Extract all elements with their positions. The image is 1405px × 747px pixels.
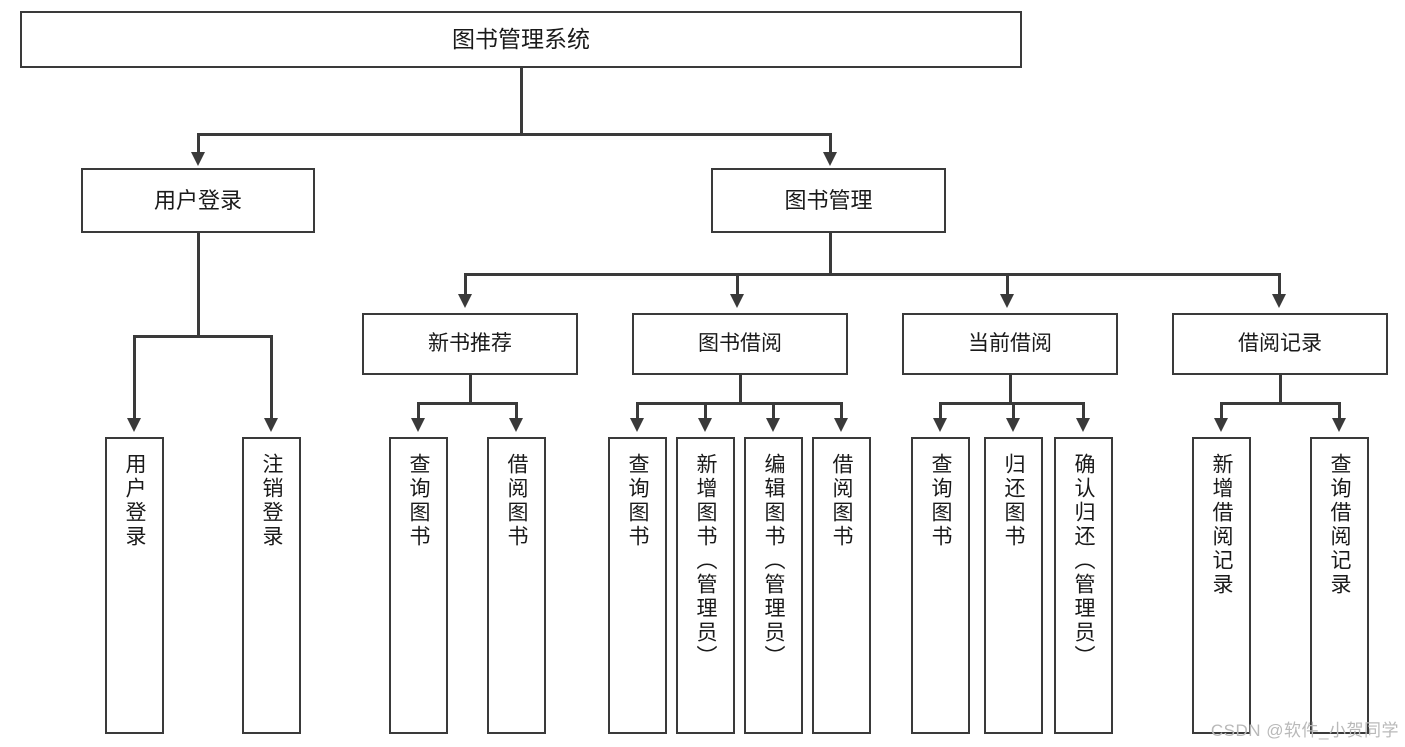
connector-current-borrow-to-leaf-2 [1012,402,1015,421]
connector-current-borrow-stem [1009,375,1012,404]
connector-book-borrow-bus [636,402,841,405]
node-label: 新增图书（管理员） [694,453,717,669]
node-book-borrow[interactable]: 图书借阅 [632,313,848,375]
node-leaf-query-book-recommend[interactable]: 查询图书 [389,437,448,734]
node-label: 图书管理系统 [452,26,590,53]
node-label: 用户登录 [153,187,242,213]
arrowhead-new-book-to-leaf-1 [411,418,425,432]
arrowhead-current-borrow-to-leaf-3 [1076,418,1090,432]
node-leaf-return-book[interactable]: 归还图书 [984,437,1043,734]
node-leaf-confirm-return-admin[interactable]: 确认归还（管理员） [1054,437,1113,734]
arrowhead-book-manage-to-borrow-record [1272,294,1286,308]
node-leaf-add-borrow-record[interactable]: 新增借阅记录 [1192,437,1251,734]
node-label: 归还图书 [1002,453,1025,549]
node-label: 当前借阅 [968,331,1052,355]
node-label: 图书借阅 [698,331,782,355]
arrowhead-user-login-to-leaf-2 [264,418,278,432]
node-leaf-query-book-current[interactable]: 查询图书 [911,437,970,734]
node-book-management[interactable]: 图书管理 [711,168,946,233]
node-label: 查询图书 [626,453,649,549]
connector-user-login-bus [133,335,272,338]
connector-new-book-to-leaf-1 [417,402,420,421]
connector-new-book-bus [417,402,517,405]
connector-root-stem [520,68,523,135]
connector-book-manage-to-new-book [464,273,467,297]
node-label: 新书推荐 [428,331,512,355]
connector-new-book-stem [469,375,472,404]
node-current-borrow[interactable]: 当前借阅 [902,313,1118,375]
node-label: 借阅图书 [830,453,853,549]
connector-user-login-to-leaf-2 [270,335,273,421]
connector-book-manage-stem [829,233,832,275]
connector-book-borrow-stem [739,375,742,404]
arrowhead-book-borrow-to-leaf-2 [698,418,712,432]
connector-root-bus [197,133,831,136]
connector-book-borrow-to-leaf-1 [636,402,639,421]
connector-borrow-record-bus [1220,402,1339,405]
node-leaf-borrow-book[interactable]: 借阅图书 [812,437,871,734]
connector-borrow-record-to-leaf-2 [1338,402,1341,421]
node-leaf-borrow-book-recommend[interactable]: 借阅图书 [487,437,546,734]
connector-user-login-stem [197,233,200,338]
arrowhead-root-to-user-login [191,152,205,166]
connector-book-manage-bus [464,273,1280,276]
arrowhead-current-borrow-to-leaf-2 [1006,418,1020,432]
connector-book-borrow-to-leaf-4 [840,402,843,421]
connector-current-borrow-bus [939,402,1082,405]
connector-root-to-user-login [197,133,200,155]
arrowhead-book-borrow-to-leaf-3 [766,418,780,432]
node-label: 新增借阅记录 [1210,453,1233,597]
node-label: 注销登录 [260,453,283,549]
connector-new-book-to-leaf-2 [515,402,518,421]
arrowhead-new-book-to-leaf-2 [509,418,523,432]
connector-current-borrow-to-leaf-1 [939,402,942,421]
connector-book-manage-to-borrow-record [1278,273,1281,297]
node-leaf-edit-book-admin[interactable]: 编辑图书（管理员） [744,437,803,734]
arrowhead-book-manage-to-current-borrow [1000,294,1014,308]
node-borrow-record[interactable]: 借阅记录 [1172,313,1388,375]
arrowhead-book-manage-to-new-book [458,294,472,308]
arrowhead-current-borrow-to-leaf-1 [933,418,947,432]
node-label: 查询借阅记录 [1328,453,1351,597]
arrowhead-book-manage-to-book-borrow [730,294,744,308]
node-leaf-user-logout[interactable]: 注销登录 [242,437,301,734]
node-leaf-query-book-borrow[interactable]: 查询图书 [608,437,667,734]
node-root-book-management-system[interactable]: 图书管理系统 [20,11,1022,68]
node-user-login[interactable]: 用户登录 [81,168,315,233]
arrowhead-root-to-book-manage [823,152,837,166]
arrowhead-book-borrow-to-leaf-1 [630,418,644,432]
connector-book-borrow-to-leaf-2 [704,402,707,421]
arrowhead-user-login-to-leaf-1 [127,418,141,432]
node-new-book-recommend[interactable]: 新书推荐 [362,313,578,375]
node-label: 图书管理 [784,187,873,213]
connector-book-manage-to-current-borrow [1006,273,1009,297]
connector-borrow-record-stem [1279,375,1282,404]
arrowhead-book-borrow-to-leaf-4 [834,418,848,432]
node-leaf-query-borrow-record[interactable]: 查询借阅记录 [1310,437,1369,734]
node-label: 编辑图书（管理员） [762,453,785,669]
node-label: 确认归还（管理员） [1072,453,1095,669]
arrowhead-borrow-record-to-leaf-1 [1214,418,1228,432]
node-leaf-add-book-admin[interactable]: 新增图书（管理员） [676,437,735,734]
node-label: 查询图书 [929,453,952,549]
node-leaf-user-login[interactable]: 用户登录 [105,437,164,734]
connector-user-login-to-leaf-1 [133,335,136,421]
node-label: 查询图书 [407,453,430,549]
arrowhead-borrow-record-to-leaf-2 [1332,418,1346,432]
connector-book-borrow-to-leaf-3 [772,402,775,421]
connector-current-borrow-to-leaf-3 [1082,402,1085,421]
connector-root-to-book-manage [829,133,832,155]
connector-borrow-record-to-leaf-1 [1220,402,1223,421]
node-label: 用户登录 [123,453,146,549]
connector-book-manage-to-book-borrow [736,273,739,297]
node-label: 借阅图书 [505,453,528,549]
node-label: 借阅记录 [1238,331,1322,355]
